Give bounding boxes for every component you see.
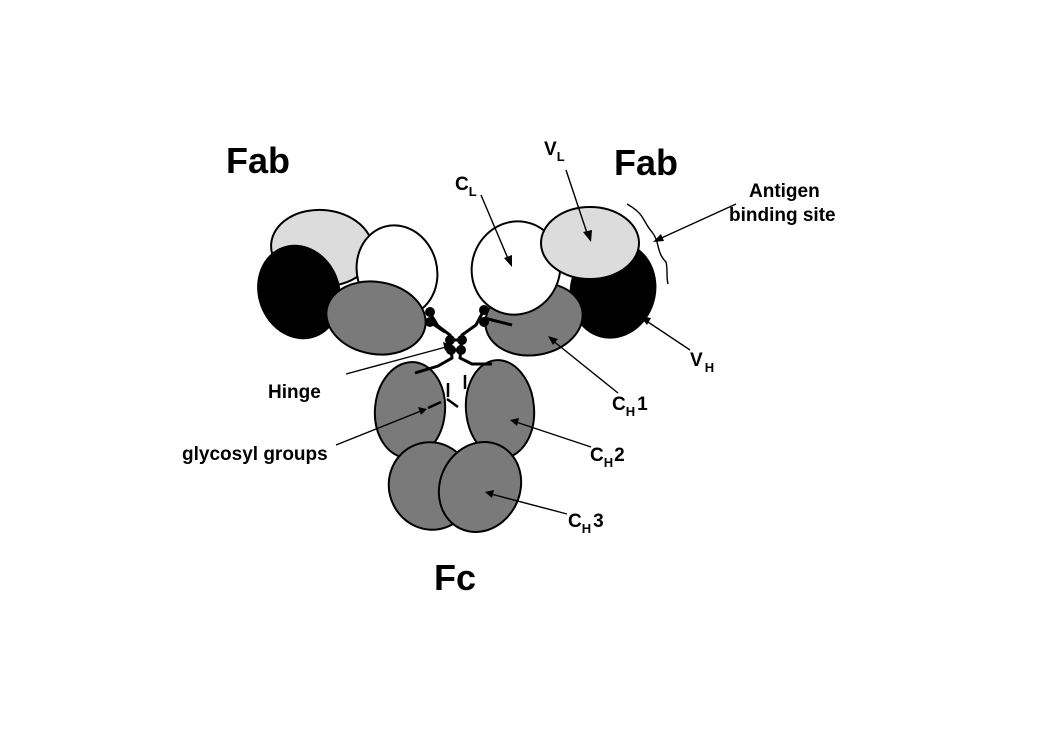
- glycosyl-tick: [427, 400, 442, 410]
- vh-pointer: [644, 319, 691, 351]
- ch1-main: C: [612, 394, 626, 415]
- fab-right-label: Fab: [614, 142, 678, 183]
- vh-sub: H: [705, 360, 714, 375]
- antigen-label-line2: binding site: [729, 205, 836, 226]
- right-vl-domain: [540, 206, 640, 280]
- disulfide-dot: [425, 317, 435, 327]
- hinge-pointer: [345, 346, 447, 375]
- disulfide-dot: [425, 307, 435, 317]
- cl-pointer: [480, 194, 510, 262]
- glycosyl-pointer: [335, 410, 422, 446]
- vl-main: V: [544, 139, 557, 160]
- glycosyl-label: glycosyl groups: [182, 444, 328, 465]
- vh-main: V: [690, 350, 703, 371]
- antigen-label-line1: Antigen: [749, 181, 820, 202]
- cl-label: CL: [455, 174, 477, 199]
- right-light-chain-link: [483, 316, 513, 327]
- fc-stem: [373, 359, 536, 533]
- left-vh-domain: [257, 244, 341, 340]
- ch1-num: 1: [637, 394, 648, 415]
- antigen-pointer: [656, 203, 737, 241]
- ch1-sub: H: [626, 404, 635, 419]
- glycosyl-tick: [446, 397, 459, 409]
- disulfide-dot: [479, 317, 489, 327]
- left-ch1-domain: [325, 280, 427, 356]
- ch2-main: C: [590, 445, 604, 466]
- right-ch3-domain: [437, 441, 523, 533]
- vl-label: VL: [544, 139, 565, 164]
- cl-main: C: [455, 174, 469, 195]
- hinge-region: [414, 305, 513, 375]
- ch3-sub: H: [582, 521, 591, 536]
- hinge-label: Hinge: [268, 382, 321, 403]
- disulfide-dot: [479, 305, 489, 315]
- right-cl-domain: [470, 220, 562, 316]
- ch2-label: CH2: [590, 445, 625, 470]
- fc-label: Fc: [434, 557, 476, 598]
- pointer-lines: [335, 169, 737, 515]
- vl-sub: L: [557, 149, 565, 164]
- disulfide-dot: [457, 335, 467, 345]
- ch2-sub: H: [604, 455, 613, 470]
- labels: Fab Fab Fc Antigen binding site Hinge gl…: [182, 139, 836, 598]
- disulfide-dot: [445, 335, 455, 345]
- ch3-pointer: [490, 493, 568, 515]
- ch3-num: 3: [593, 511, 604, 532]
- ch2-pointer: [515, 421, 592, 448]
- fab-left-arm: [257, 208, 439, 356]
- vl-pointer: [565, 169, 589, 237]
- cl-sub: L: [469, 184, 477, 199]
- antigen-brace: [626, 203, 669, 285]
- glycosyl-marks: [427, 375, 467, 410]
- ch2-num: 2: [614, 445, 625, 466]
- fab-left-label: Fab: [226, 140, 290, 181]
- fab-right-arm: [470, 206, 657, 357]
- disulfide-dot: [456, 345, 466, 355]
- ch1-pointer: [551, 339, 619, 394]
- ch3-main: C: [568, 511, 582, 532]
